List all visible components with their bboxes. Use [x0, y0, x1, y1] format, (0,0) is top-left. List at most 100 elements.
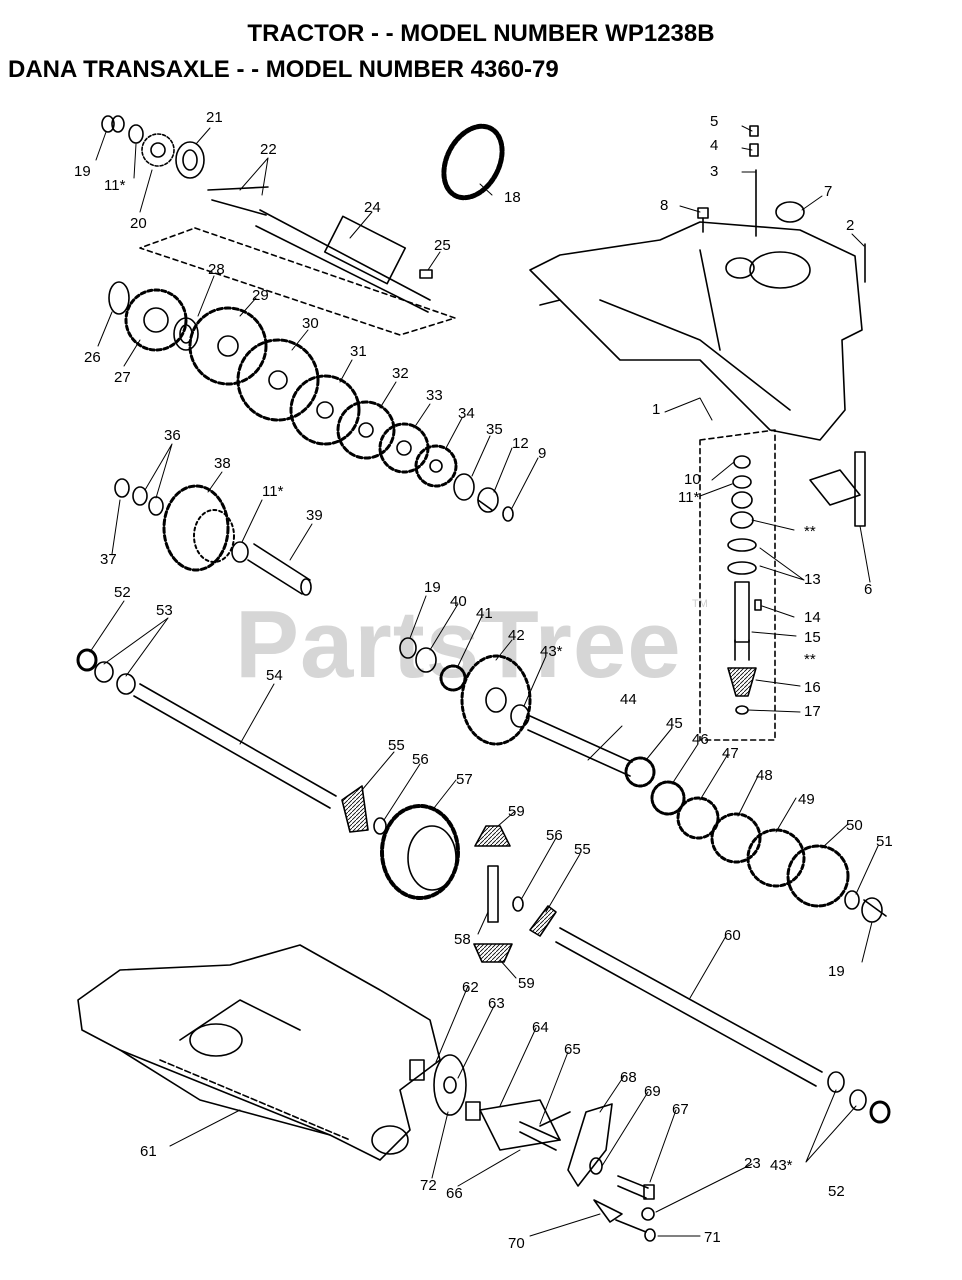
- part-11-washer: [128, 124, 144, 144]
- part-52-seal: [76, 648, 98, 672]
- part-41-pinion: [439, 664, 467, 692]
- callout-29: 29: [252, 287, 269, 304]
- callout-double-star-1: **: [804, 523, 816, 540]
- part-16-pinion: [727, 667, 757, 697]
- part-11-washer-c: [732, 475, 752, 489]
- callout-54: 54: [266, 667, 283, 684]
- part-52-seal-b: [869, 1100, 891, 1124]
- part-24-shaft: [255, 209, 431, 313]
- part-44-shaft: [527, 715, 633, 777]
- callout-14: 14: [804, 609, 821, 626]
- callout-72: 72: [420, 1177, 437, 1194]
- part-56-washer-a: [373, 817, 387, 835]
- callout-55: 55: [388, 737, 405, 754]
- dashed-assembly-outline-upper: [139, 227, 456, 336]
- callout-35: 35: [486, 421, 503, 438]
- callout-70: 70: [508, 1235, 525, 1252]
- parts-3-4-5-pin: [749, 125, 759, 237]
- callout-3: 3: [710, 163, 719, 180]
- part-53-washer-b: [116, 673, 136, 695]
- callout-19c: 19: [828, 963, 845, 980]
- callout-33: 33: [426, 387, 443, 404]
- callout-62: 62: [462, 979, 479, 996]
- part-49-gear: [746, 828, 806, 888]
- callout-43: 43*: [540, 643, 563, 660]
- callout-49: 49: [798, 791, 815, 808]
- callout-58: 58: [454, 931, 471, 948]
- part-47-gear: [676, 796, 720, 840]
- part-56-washer-b: [512, 896, 524, 912]
- part-65-pin: [539, 1111, 571, 1127]
- part-63-disc: [433, 1054, 467, 1116]
- part-45-gear: [624, 756, 656, 788]
- callout-71: 71: [704, 1229, 721, 1246]
- callout-44: 44: [620, 691, 637, 708]
- callout-15: 15: [804, 629, 821, 646]
- part-43-washer-a: [510, 704, 530, 728]
- callout-56: 56: [412, 751, 429, 768]
- callout-59b: 59: [518, 975, 535, 992]
- part-55-bevel-gear-b: [529, 905, 557, 937]
- callout-32: 32: [392, 365, 409, 382]
- watermark: PartsTree: [235, 591, 682, 698]
- part-19-bushing: [101, 115, 125, 133]
- callout-22: 22: [260, 141, 277, 158]
- part-26-snap-ring: [108, 281, 130, 315]
- callout-39: 39: [306, 507, 323, 524]
- callout-69: 69: [644, 1083, 661, 1100]
- part-62-puck: [409, 1059, 425, 1081]
- part-34-gear: [414, 444, 458, 488]
- callout-18: 18: [504, 189, 521, 206]
- part-48-gear: [710, 812, 762, 864]
- part-12-bushing: [477, 487, 499, 513]
- part-57-ring-gear: [380, 804, 460, 900]
- part-42-gear: [460, 654, 532, 746]
- callout-6: 6: [864, 581, 873, 598]
- part-43-washer-b: [827, 1071, 845, 1093]
- callout-10: 10: [684, 471, 701, 488]
- callout-63: 63: [488, 995, 505, 1012]
- callout-66: 66: [446, 1185, 463, 1202]
- callout-double-star-2: **: [804, 651, 816, 668]
- callout-20: 20: [130, 215, 147, 232]
- part-40-bushing: [415, 647, 437, 673]
- part-70-bracket: [593, 1199, 623, 1223]
- dashed-shift-assembly-outline: [699, 429, 776, 741]
- part-59-pinion-b: [473, 943, 513, 963]
- callout-17: 17: [804, 703, 821, 720]
- part-20-sprocket: [141, 133, 175, 167]
- callout-16: 16: [804, 679, 821, 696]
- part-38-cluster-gear: [162, 484, 235, 572]
- part-50-gear: [786, 844, 850, 908]
- part-58-cross-shaft: [487, 865, 499, 923]
- callout-68: 68: [620, 1069, 637, 1086]
- part-31-gear: [289, 374, 361, 446]
- part-15-shift-shaft: [734, 581, 750, 661]
- part-10-clip: [733, 455, 751, 469]
- callout-34: 34: [458, 405, 475, 422]
- callout-11: 11*: [104, 177, 126, 194]
- part-32-gear: [336, 400, 396, 460]
- part-66-pins: [519, 1121, 561, 1151]
- part-29-gear: [188, 306, 268, 386]
- part-51-washer: [844, 890, 860, 910]
- callout-65: 65: [564, 1041, 581, 1058]
- callout-45: 45: [666, 715, 683, 732]
- part-59-pinion-a: [474, 825, 511, 847]
- callout-53: 53: [156, 602, 173, 619]
- part-7-cap: [775, 201, 805, 223]
- part-30-gear: [236, 338, 320, 422]
- callout-19b: 19: [424, 579, 441, 596]
- part-21-bearing: [175, 141, 205, 179]
- part-54-axle: [133, 683, 337, 809]
- page-subtitle: DANA TRANSAXLE - - MODEL NUMBER 4360-79: [8, 56, 559, 83]
- part-6-shift-lever: [809, 451, 866, 527]
- callout-1: 1: [652, 401, 661, 418]
- callout-11c: 11*: [678, 489, 700, 506]
- part-17-ring: [735, 705, 749, 715]
- callout-50: 50: [846, 817, 863, 834]
- part-23-nut: [641, 1207, 655, 1221]
- part-35-washer: [453, 473, 475, 501]
- callout-52b: 52: [828, 1183, 845, 1200]
- part-67-bolt: [617, 1175, 655, 1200]
